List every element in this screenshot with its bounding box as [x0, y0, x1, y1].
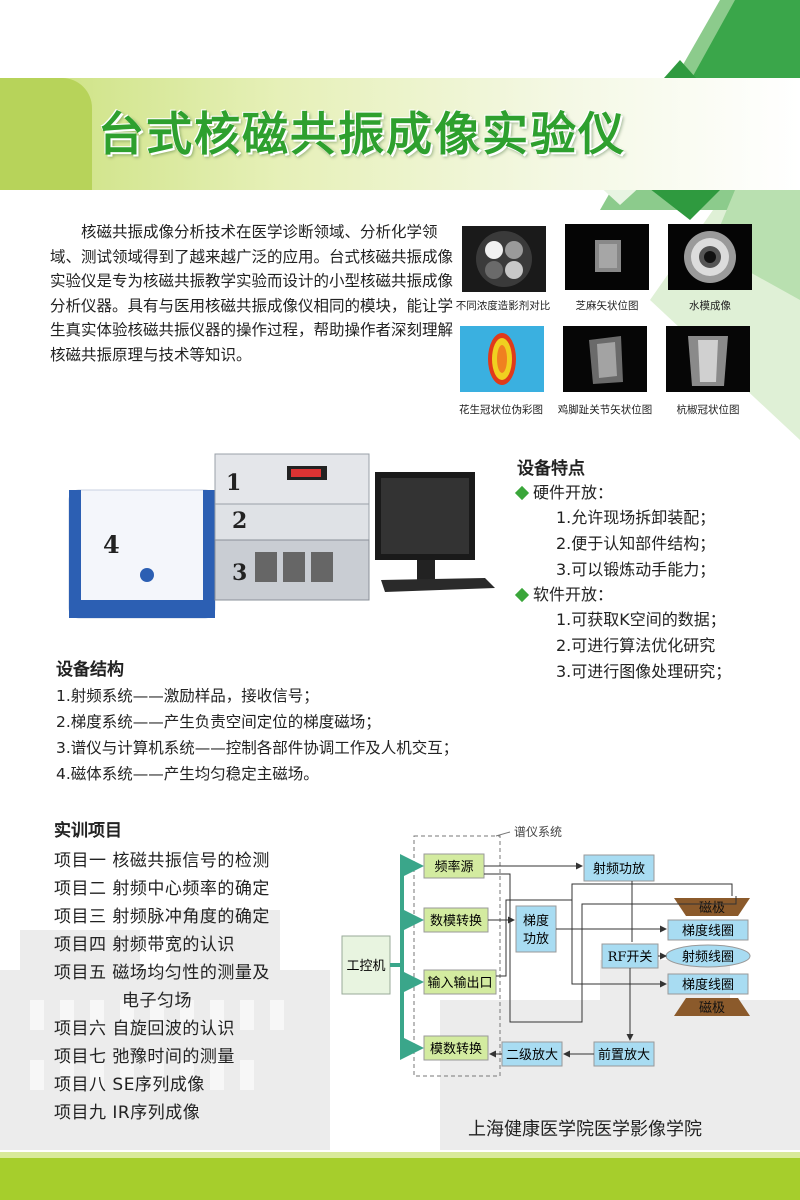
- features-title: 设备特点: [517, 459, 585, 479]
- equipment-label-3: 3: [232, 560, 248, 586]
- caption-peanut-pseudocolor: 花生冠状位伪彩图: [459, 404, 543, 416]
- equipment-label-4: 4: [103, 530, 120, 559]
- project-item: 项目一 核磁共振信号的检测: [54, 851, 270, 871]
- diagram-grad-coil-top: 梯度线圈: [682, 923, 734, 939]
- equipment-photo: [68, 453, 495, 619]
- hardware-open-label: 硬件开放：: [533, 483, 614, 502]
- project-item: 项目七 弛豫时间的测量: [54, 1047, 235, 1067]
- equipment-label-2: 2: [232, 508, 248, 534]
- image-water-phantom: [668, 224, 752, 290]
- diagram-rf-coil: 射频线圈: [682, 949, 734, 965]
- diagram-io: 输入输出口: [427, 975, 492, 991]
- diagram-pole-top: 磁极: [699, 901, 725, 916]
- diagram-rf-amp: 射频功放: [593, 861, 645, 877]
- software-item: 1.可获取K空间的数据；: [556, 610, 726, 629]
- software-item: 3.可进行图像处理研究；: [556, 662, 732, 681]
- structure-item: 4.磁体系统——产生均匀稳定主磁场。: [56, 765, 319, 783]
- caption-chicken-toe: 鸡脚趾关节矢状位图: [557, 404, 653, 416]
- project-item: 项目四 射频带宽的认识: [54, 935, 235, 955]
- image-pepper-coronal: [666, 326, 750, 392]
- diagram-dac: 数模转换: [430, 914, 482, 929]
- diagram-grad-amp-line1: 梯度: [523, 913, 549, 929]
- diagram-pre-amp: 前置放大: [598, 1047, 650, 1063]
- intro-paragraph: 核磁共振成像分析技术在医学诊断领域、分析化学领域、测试领域得到了越来越广泛的应用…: [50, 223, 454, 364]
- diagram-pole-bottom: 磁极: [699, 1001, 725, 1016]
- diagram-adc: 模数转换: [430, 1042, 482, 1057]
- project-item: 项目五 磁场均匀性的测量及: [54, 963, 270, 983]
- image-contrast-agents: [462, 226, 546, 292]
- header-band: [0, 78, 800, 190]
- structure-title: 设备结构: [56, 660, 124, 680]
- caption-sesame-sagittal: 芝麻矢状位图: [575, 300, 639, 312]
- diamond-bullet-icon: [514, 485, 530, 501]
- diagram-spectrometer-label: 谱仪系统: [514, 825, 562, 839]
- structure-item: 2.梯度系统——产生负责空间定位的梯度磁场；: [56, 713, 381, 731]
- spectrometer-block-diagram: 谱仪系统 工控机 频率源 数模转换 输入输出口 模数转换 射频功放 梯度 功放 …: [341, 825, 751, 1077]
- diagram-ipc: 工控机: [346, 959, 385, 974]
- project-item: 项目二 射频中心频率的确定: [54, 879, 270, 899]
- school-name: 上海健康医学院医学影像学院: [468, 1119, 702, 1140]
- projects-title: 实训项目: [54, 821, 122, 841]
- diagram-grad-amp-line2: 功放: [523, 932, 549, 947]
- hardware-item: 2.便于认知部件结构；: [556, 534, 716, 553]
- image-peanut-pseudocolor: [460, 326, 544, 392]
- footer-band: [0, 1158, 800, 1200]
- image-sesame-sagittal: [565, 224, 649, 290]
- image-chicken-toe: [563, 326, 647, 392]
- caption-pepper-coronal: 杭椒冠状位图: [676, 404, 740, 416]
- hardware-item: 3.可以锻炼动手能力；: [556, 560, 716, 579]
- structure-item: 1.射频系统——激励样品，接收信号；: [56, 687, 319, 705]
- page-title: 台式核磁共振成像实验仪: [98, 107, 626, 161]
- software-open-heading: 软件开放：: [514, 583, 614, 607]
- diagram-rf-switch: RF开关: [608, 950, 653, 965]
- background-building-graphic: [0, 910, 800, 1150]
- header-accent-block: [0, 78, 92, 190]
- caption-water-phantom: 水模成像: [689, 300, 731, 312]
- diagram-second-amp: 二级放大: [506, 1048, 558, 1063]
- project-item-continuation: 电子匀场: [122, 991, 192, 1011]
- hardware-open-heading: 硬件开放：: [514, 481, 614, 505]
- software-open-label: 软件开放：: [533, 585, 614, 604]
- project-item: 项目三 射频脉冲角度的确定: [54, 907, 270, 927]
- diamond-bullet-icon: [514, 587, 530, 603]
- footer-accent-line: [0, 1152, 800, 1158]
- project-item: 项目六 自旋回波的认识: [54, 1019, 235, 1039]
- diagram-grad-coil-bottom: 梯度线圈: [682, 977, 734, 993]
- project-item: 项目九 IR序列成像: [54, 1103, 201, 1123]
- project-item: 项目八 SE序列成像: [54, 1075, 205, 1095]
- structure-item: 3.谱仪与计算机系统——控制各部件协调工作及人机交互；: [56, 739, 459, 757]
- caption-contrast-agents: 不同浓度造影剂对比: [455, 300, 551, 312]
- hardware-item: 1.允许现场拆卸装配；: [556, 508, 716, 527]
- diagram-freq-source: 频率源: [434, 859, 473, 875]
- software-item: 2.可进行算法优化研究: [556, 636, 716, 655]
- equipment-label-1: 1: [226, 470, 242, 496]
